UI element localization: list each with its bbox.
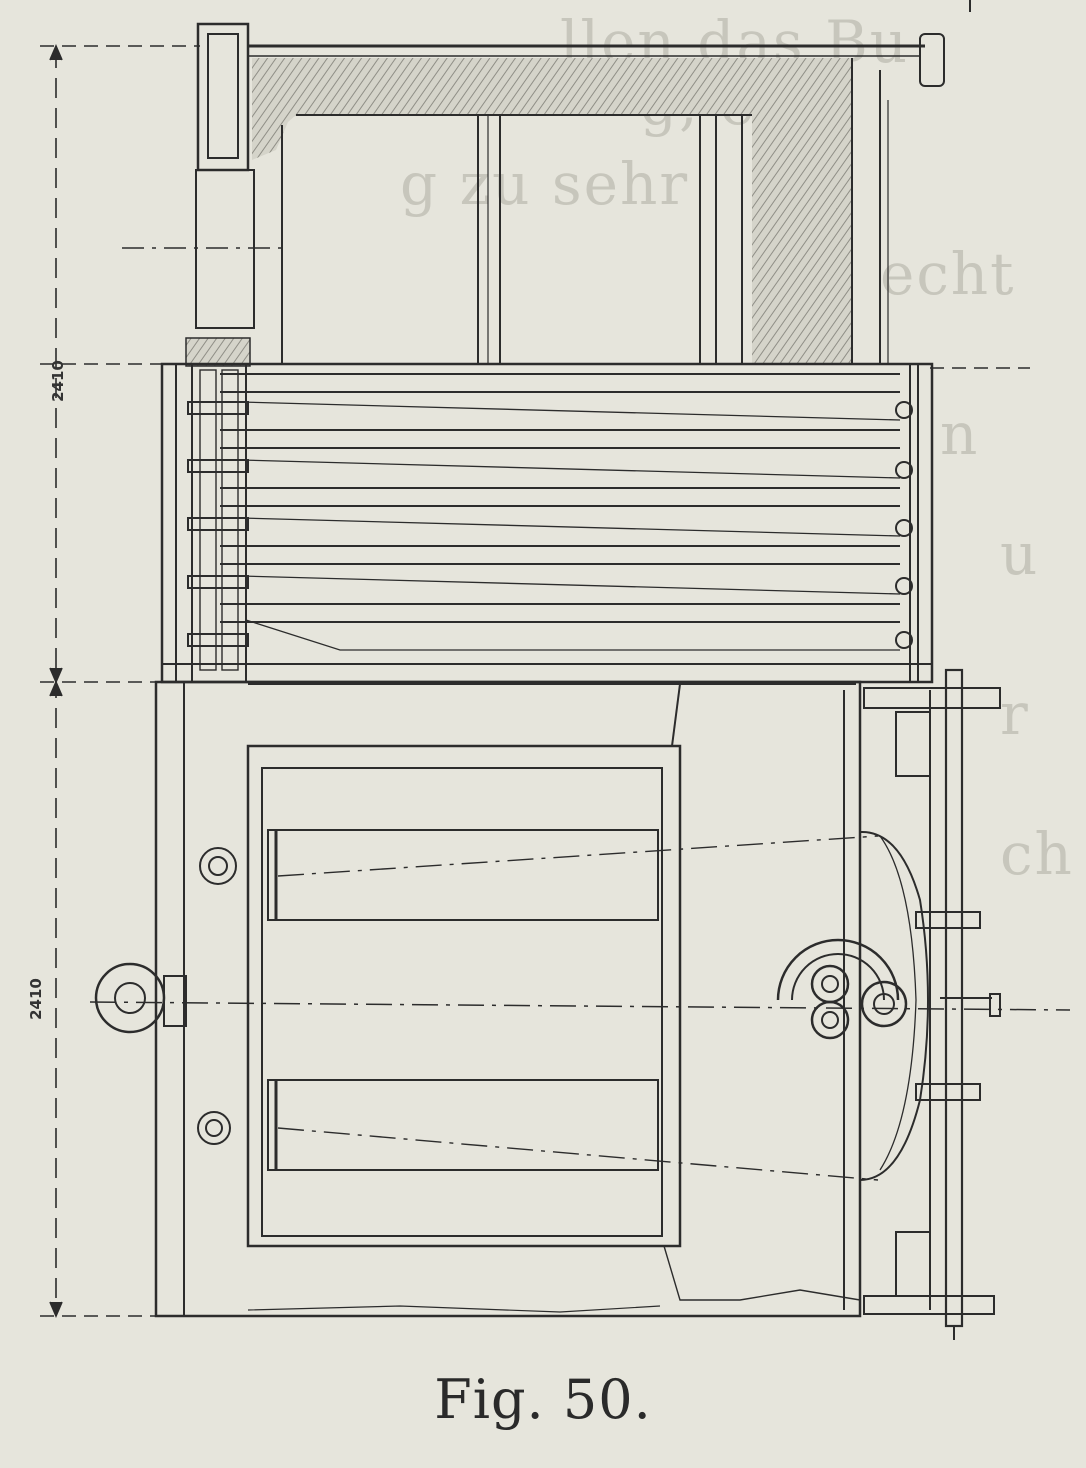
insulation-hatching <box>252 58 852 365</box>
dimension-label-lower: 2410 <box>27 978 45 1020</box>
center-line <box>89 1001 1071 1011</box>
furnace <box>89 680 1071 1318</box>
line-work <box>40 0 1071 1340</box>
dimension-label-upper: 2410 <box>49 360 67 402</box>
upper-drum <box>122 22 945 367</box>
bleed-through-text: echt <box>880 240 1016 308</box>
bleed-through-text: n <box>940 400 980 468</box>
figure-caption: Fig. 50. <box>434 1368 652 1431</box>
bleed-through-text: g zu sehr <box>400 150 690 218</box>
header-bolts <box>187 369 249 671</box>
bleed-through-text: u <box>1000 520 1040 588</box>
bleed-through-text: r <box>1000 680 1030 748</box>
dimension-line <box>40 43 1030 1319</box>
tube-end-caps <box>895 401 913 649</box>
bleed-through-text: ch <box>1000 820 1074 888</box>
tube-bank <box>160 362 934 684</box>
side-door <box>776 668 1001 1340</box>
